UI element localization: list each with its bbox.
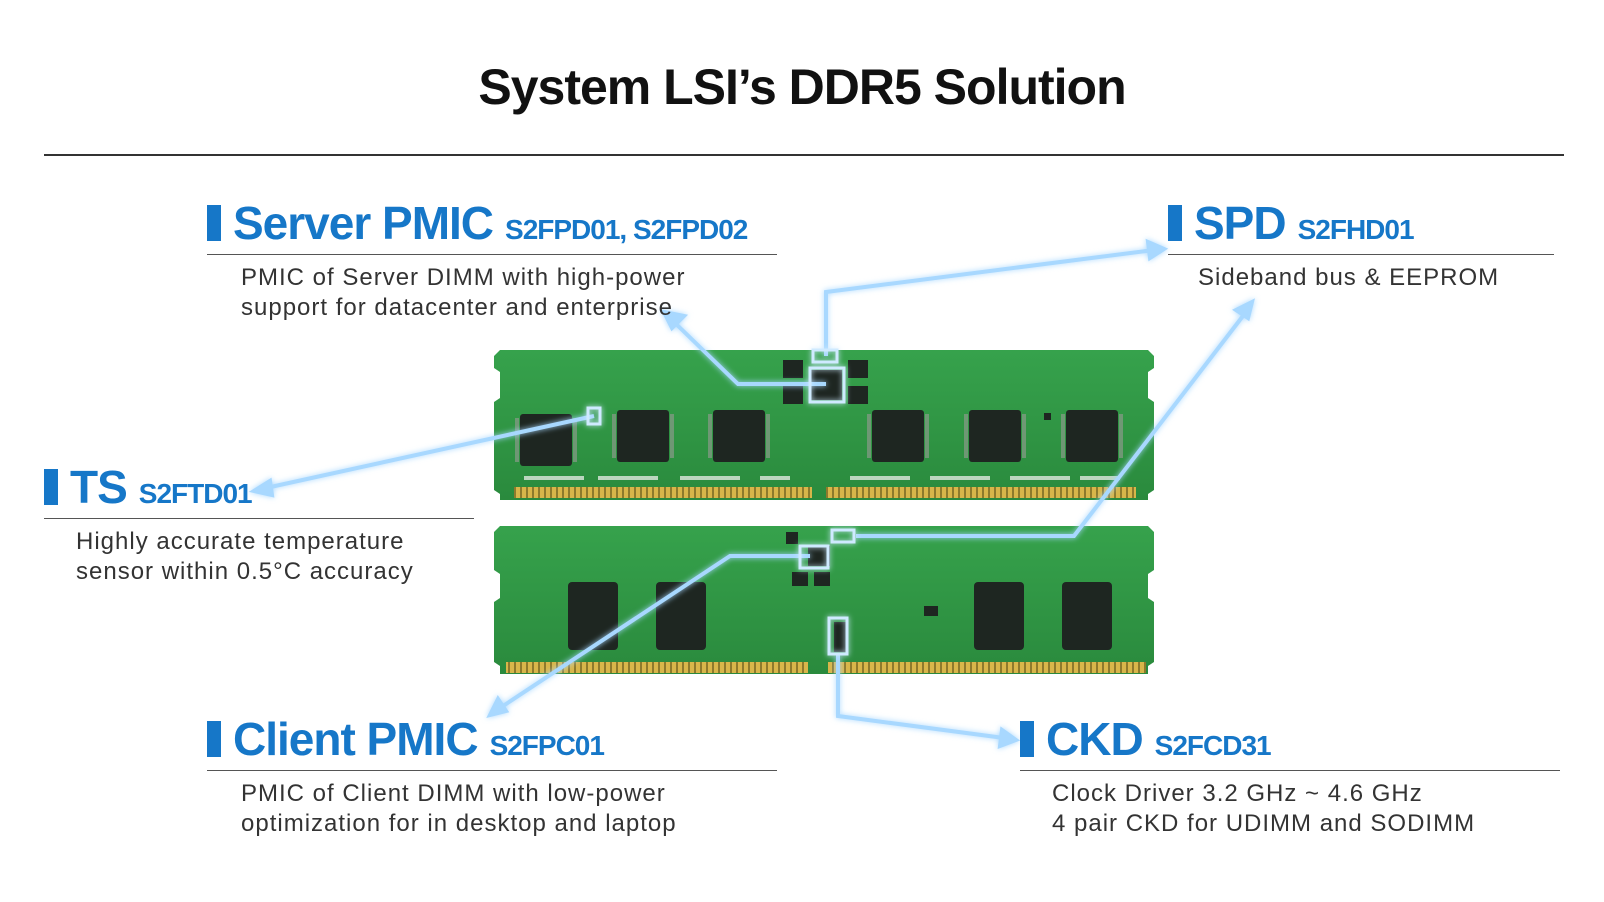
client-pmic-callout: Client PMIC S2FPC01 PMIC of Client DIMM … — [207, 712, 777, 839]
callout-divider — [207, 254, 777, 255]
spd-title: SPD — [1194, 197, 1287, 249]
ckd-callout: CKD S2FCD31 Clock Driver 3.2 GHz ~ 4.6 G… — [1020, 712, 1560, 839]
spd-desc-line: Sideband bus & EEPROM — [1198, 264, 1500, 291]
accent-bar — [1168, 205, 1182, 241]
gold-contacts — [828, 662, 1146, 673]
page-title: System LSI’s DDR5 Solution — [478, 59, 1126, 115]
accent-bar — [44, 469, 58, 505]
dram-chips — [520, 410, 1118, 466]
highlight-boxes — [586, 348, 856, 656]
server-pmic-code: S2FPD01, S2FPD02 — [505, 214, 748, 245]
dram-chips — [568, 582, 1112, 650]
ts-desc-line: Highly accurate temperature — [76, 528, 405, 555]
ts-callout: TS S2FTD01 Highly accurate temperature s… — [44, 460, 474, 587]
ts-desc-line: sensor within 0.5°C accuracy — [76, 558, 414, 585]
server-pmic-desc-line: support for datacenter and enterprise — [241, 294, 673, 321]
server-pmic-callout: Server PMIC S2FPD01, S2FPD02 PMIC of Ser… — [207, 196, 777, 323]
server-pmic-title: Server PMIC — [233, 197, 494, 249]
callout-divider — [1168, 254, 1554, 255]
client-pmic-title: Client PMIC — [233, 713, 479, 765]
gold-contacts — [826, 487, 1136, 498]
spd-callout: SPD S2FHD01 Sideband bus & EEPROM — [1168, 196, 1554, 293]
ckd-title: CKD — [1046, 713, 1144, 765]
client-pmic-code: S2FPC01 — [489, 730, 605, 761]
accent-bar — [207, 205, 221, 241]
title-divider — [44, 154, 1564, 156]
spd-code: S2FHD01 — [1297, 214, 1415, 245]
accent-bar — [207, 721, 221, 757]
callout-connectors — [248, 238, 1255, 750]
callout-divider — [1020, 770, 1560, 771]
server-dimm — [494, 350, 1154, 500]
callout-divider — [207, 770, 777, 771]
accent-bar — [1020, 721, 1034, 757]
gold-contacts — [506, 662, 808, 673]
ts-title: TS — [70, 461, 128, 513]
client-dimm — [494, 526, 1154, 674]
ckd-desc-line: 4 pair CKD for UDIMM and SODIMM — [1052, 810, 1476, 837]
client-pmic-desc-line: PMIC of Client DIMM with low-power — [241, 780, 666, 807]
callout-divider — [44, 518, 474, 519]
ts-code: S2FTD01 — [138, 478, 253, 509]
ckd-code: S2FCD31 — [1154, 730, 1272, 761]
server-pmic-desc-line: PMIC of Server DIMM with high-power — [241, 264, 686, 291]
ckd-desc-line: Clock Driver 3.2 GHz ~ 4.6 GHz — [1052, 780, 1423, 807]
client-pmic-desc-line: optimization for in desktop and laptop — [241, 810, 677, 837]
gold-contacts — [514, 487, 812, 498]
